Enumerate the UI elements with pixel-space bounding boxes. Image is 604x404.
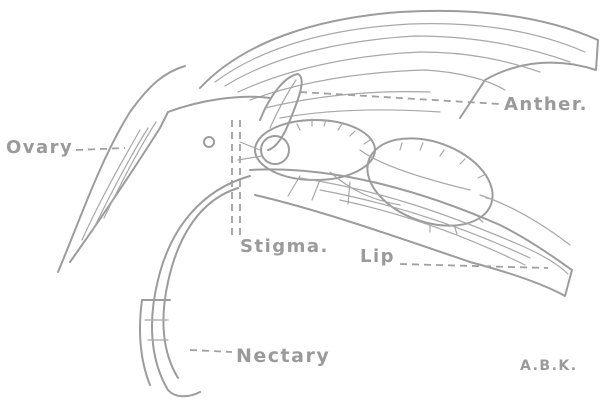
anther-label: Anther.: [504, 94, 588, 115]
lip: [250, 169, 572, 296]
anther-leader: [300, 92, 500, 104]
stigma-markers: [232, 120, 240, 235]
lip-leader: [400, 264, 548, 268]
ovary-leader: [76, 148, 125, 150]
stigma-label: Stigma.: [240, 236, 329, 257]
nectary-leader: [190, 350, 232, 352]
bee: [238, 119, 505, 242]
ovary-label: Ovary: [6, 137, 73, 158]
nectary-spur: [140, 176, 250, 396]
nectary-label: Nectary: [236, 345, 330, 367]
ovary: [58, 66, 270, 272]
signature: A.B.K.: [520, 358, 578, 374]
lip-label: Lip: [360, 246, 395, 267]
